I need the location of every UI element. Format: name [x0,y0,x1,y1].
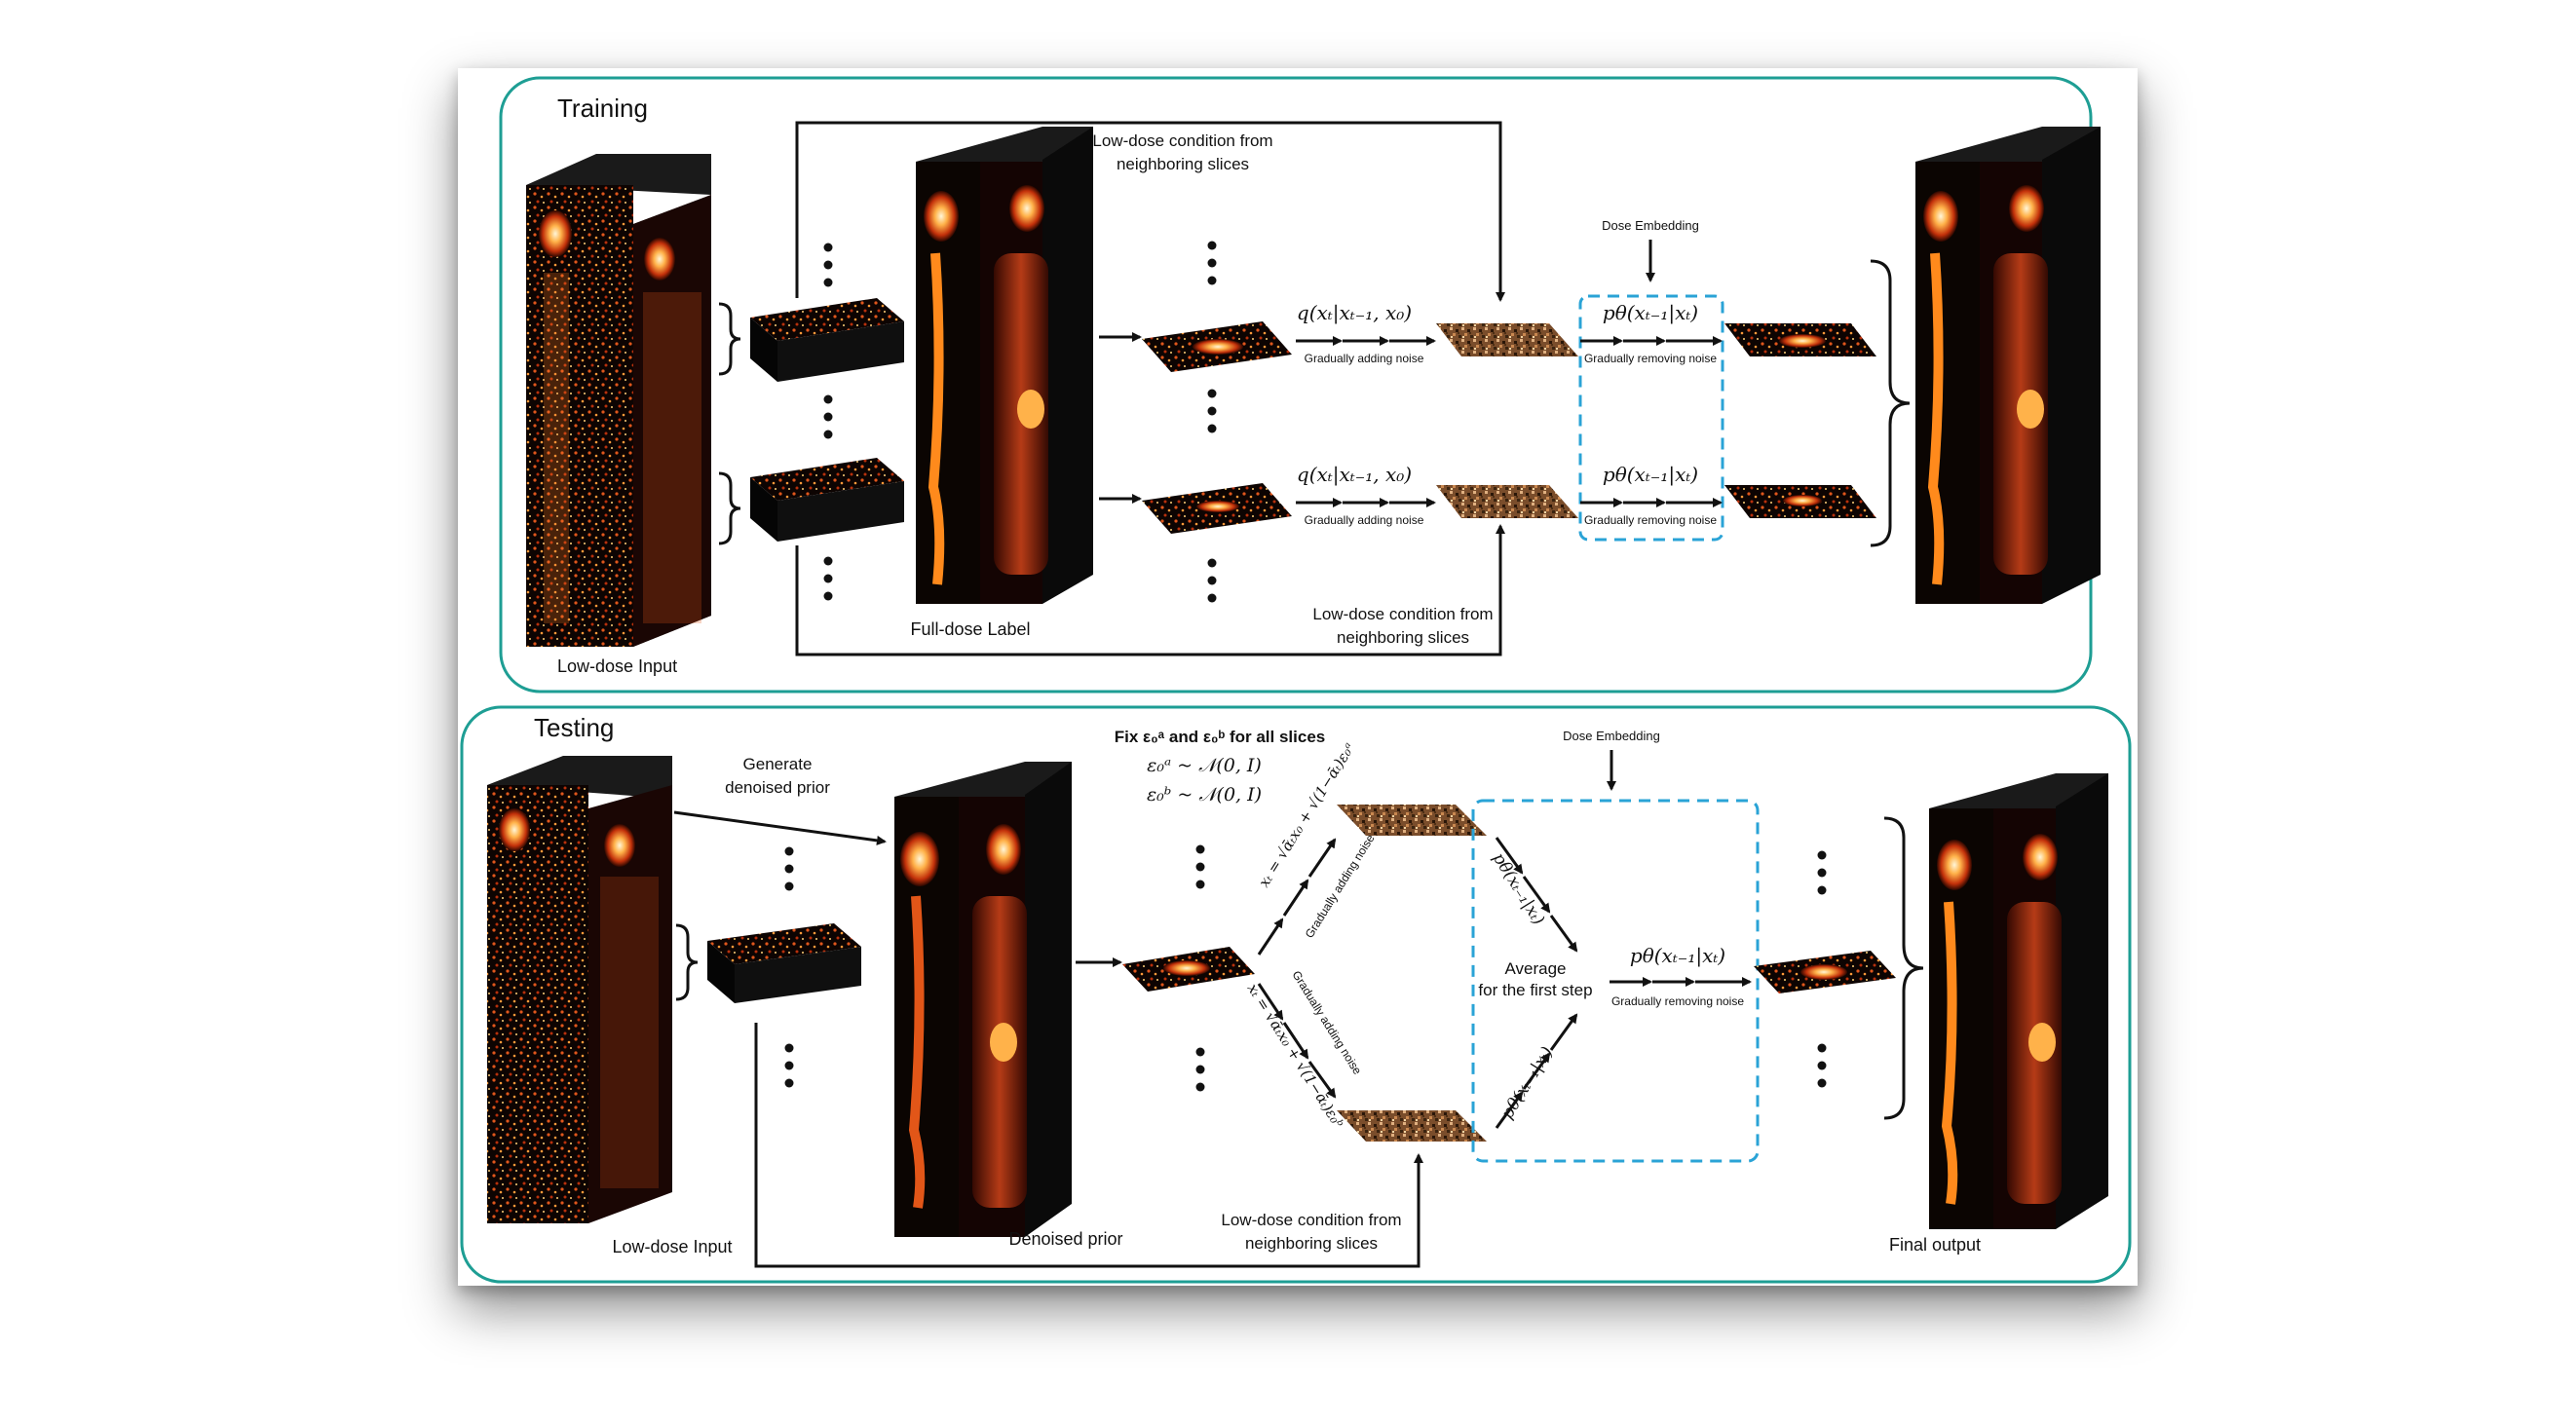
training-row2-output-hotspot [1783,495,1822,506]
training-cond-top-line2: neighboring slices [1117,155,1249,173]
testing-generate-line2: denoised prior [725,778,830,797]
testing-p-diag-b: pθ(xₜ₋₁|xₜ) [1497,1043,1557,1122]
testing-removing-noise: Gradually removing noise [1611,994,1744,1008]
testing-denoised-prior-volume [894,762,1072,1237]
training-brace-bottom [718,471,741,545]
testing-average-line1: Average [1504,959,1566,978]
testing-panel [460,705,2132,1284]
testing-p-formula: pθ(xₜ₋₁|xₜ) [1630,944,1725,968]
testing-denoised-prior-label: Denoised prior [1008,1229,1122,1249]
training-row1-q-formula: q(xₜ|xₜ₋₁, x₀) [1297,301,1412,325]
training-brace-top [718,302,741,376]
testing-cond-line1: Low-dose condition from [1221,1211,1401,1229]
training-slice-stack-bottom [750,458,904,542]
testing-low-dose-label: Low-dose Input [612,1237,732,1256]
training-row2-slice-hotspot [1196,501,1239,512]
testing-cond-line2: neighboring slices [1245,1234,1378,1253]
training-row1-output-hotspot [1779,334,1826,348]
testing-forward-arrows-a [1257,838,1337,956]
testing-noise-slice-b [1337,1110,1487,1142]
training-full-dose-label: Full-dose Label [910,619,1030,639]
testing-final-output-volume [1929,773,2108,1229]
testing-title: Testing [534,713,614,742]
testing-slice-stack [707,923,861,1003]
testing-condition-arrow [754,1023,1423,1268]
testing-reverse-arrows-b [1495,1013,1578,1129]
training-full-dose-volume [916,127,1093,604]
testing-p-diag-a: pθ(xₜ₋₁|xₜ) [1489,849,1548,928]
training-row1-adding-noise: Gradually adding noise [1305,352,1424,365]
testing-final-output-label: Final output [1889,1235,1981,1255]
testing-ellipsis-left [784,846,794,1088]
training-ellipsis-left [823,243,833,601]
testing-ellipsis-right [1817,850,1827,1088]
testing-denoiser-box [1471,799,1760,1163]
training-low-dose-label: Low-dose Input [557,656,677,676]
training-low-dose-volume [526,154,711,647]
testing-low-dose-volume [487,756,672,1223]
testing-output-brace [1883,816,1924,1120]
training-denoiser-box [1578,294,1724,542]
testing-reverse-arrows-a [1495,837,1578,953]
testing-brace [675,923,699,1001]
training-condition-arrow-bottom [795,524,1505,656]
figure-card [458,68,2138,1286]
testing-average-line2: for the first step [1478,981,1592,999]
training-title: Training [557,94,648,123]
training-output-volume [1915,127,2101,604]
testing-generate-prior-arrow [673,810,887,845]
training-row2-noise-slice [1436,485,1578,518]
training-row2-p-formula: pθ(xₜ₋₁|xₜ) [1603,463,1698,487]
testing-prior-slice-hotspot [1163,960,1210,976]
training-condition-arrow-top [795,121,1505,302]
testing-xt-b-formula: xₜ = √ᾱₜx₀ + √(1−ᾱₜ)ε₀ᵇ [1244,981,1347,1132]
testing-ellipsis-mid [1195,844,1205,1092]
testing-generate-line1: Generate [743,755,813,773]
testing-dose-embedding-label: Dose Embedding [1563,729,1660,743]
training-cond-top-line1: Low-dose condition from [1092,131,1272,150]
training-row1-noise-slice [1436,323,1578,356]
testing-eps-a: ε₀ᵃ ~ 𝒩(0, I) [1147,755,1262,776]
training-row1-removing-noise: Gradually removing noise [1584,352,1717,365]
training-slice-stack-top [750,298,904,382]
training-row2-adding-noise: Gradually adding noise [1305,513,1424,527]
training-ellipsis-mid [1207,241,1217,603]
testing-forward-arrows-b [1257,983,1337,1099]
testing-noise-slice-a [1337,805,1487,836]
testing-output-hotspot [1800,964,1847,980]
testing-fix-eps: Fix ε₀ᵃ and ε₀ᵇ for all slices [1115,728,1325,746]
training-row2-q-formula: q(xₜ|xₜ₋₁, x₀) [1297,463,1412,487]
training-row1-slice-hotspot [1193,339,1243,355]
testing-eps-b: ε₀ᵇ ~ 𝒩(0, I) [1147,784,1262,806]
training-cond-bottom-line2: neighboring slices [1337,628,1469,647]
training-row2-removing-noise: Gradually removing noise [1584,513,1717,527]
training-row1-p-formula: pθ(xₜ₋₁|xₜ) [1603,301,1698,325]
training-dose-embedding-label: Dose Embedding [1602,218,1699,233]
testing-adding-noise-a: Gradually adding noise [1303,832,1378,941]
training-cond-bottom-line1: Low-dose condition from [1312,605,1493,623]
training-panel [499,76,2093,693]
training-output-brace [1870,259,1911,547]
